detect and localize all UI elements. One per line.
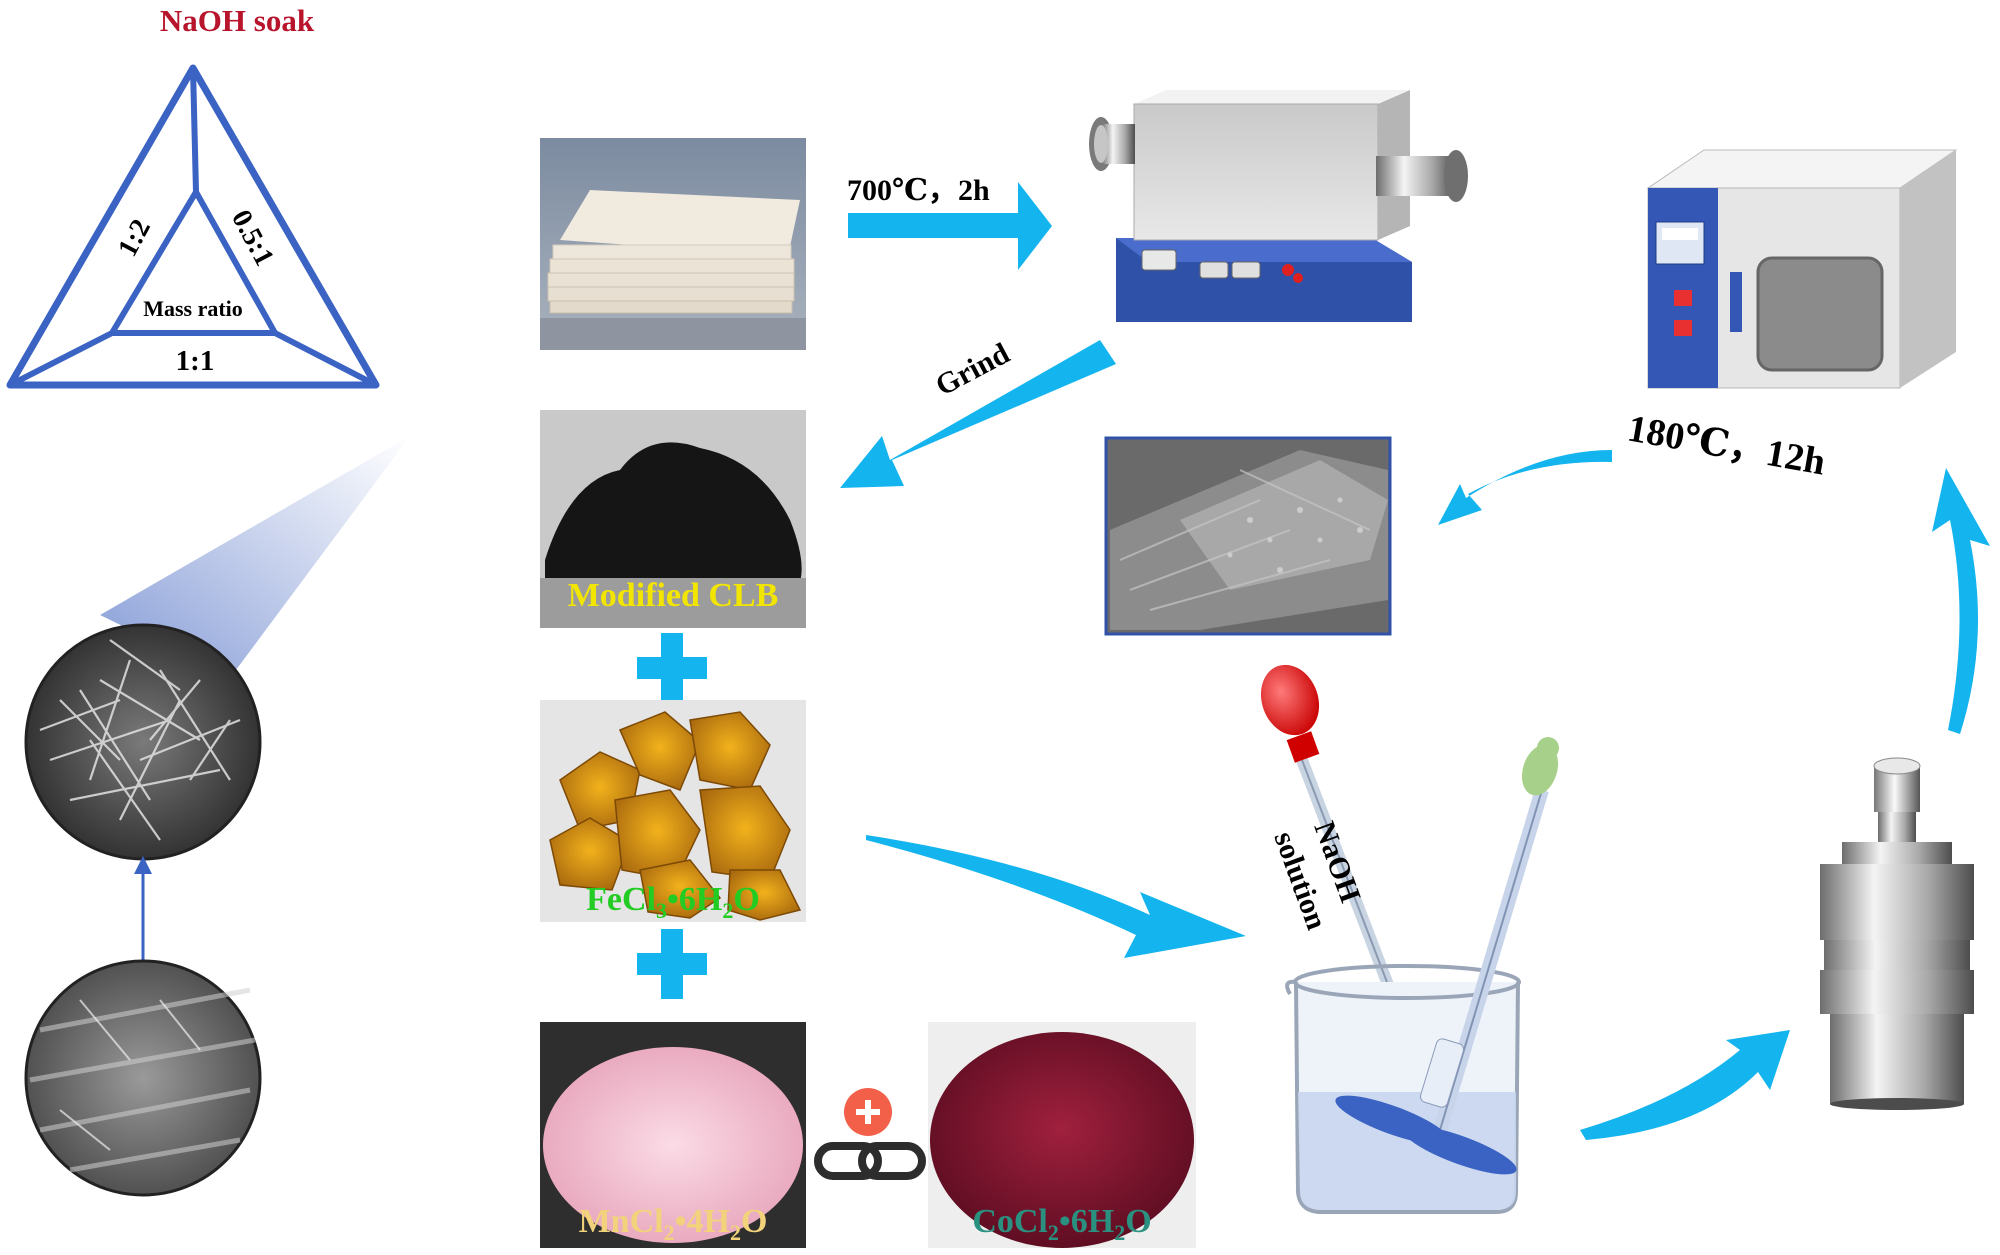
mncl2-photo: MnCl2•4H2O [540, 1022, 806, 1248]
triangle-spoke-right [273, 330, 378, 388]
product-sem-image [1104, 436, 1392, 636]
arrow-mix [866, 835, 1246, 958]
triangle-spoke-top [190, 67, 199, 193]
cocl2-label: CoCl2•6H2O [972, 1203, 1151, 1245]
modified-clb-label: Modified CLB [568, 577, 779, 614]
zoom-beam [100, 436, 410, 678]
arrow-grind [840, 340, 1116, 488]
grind-label: Grind [930, 337, 1015, 403]
autoclave-icon [1820, 757, 1974, 1110]
stirrer-icon [1335, 737, 1559, 1175]
outer-triangle [6, 64, 380, 389]
ratio-label-bottom: 1:1 [176, 345, 215, 377]
naoh-dropper-icon [1260, 664, 1396, 993]
sem-circle-treated [24, 623, 262, 861]
arrow-to-autoclave [1580, 1030, 1790, 1140]
fecl3-photo: FeCl3•6H2O [540, 700, 806, 923]
arrow-to-oven [1932, 468, 1990, 734]
plus-sign-2 [637, 929, 707, 999]
mncl2-label: MnCl2•4H2O [579, 1203, 768, 1245]
ratio-label-left: 1:2 [112, 214, 157, 262]
cocl2-photo: CoCl2•6H2O [928, 1022, 1196, 1248]
triangle-spoke-left [8, 330, 114, 388]
carbonize-label: 700℃，2h [847, 174, 990, 207]
sem-circle-raw [24, 959, 262, 1197]
modified-clb-photo: Modified CLB [540, 410, 806, 628]
naoh-soak-title: NaOH soak [160, 3, 315, 38]
plus-sign-1 [637, 633, 707, 703]
arrow-to-product [1438, 450, 1612, 525]
sem-link-arrowhead [134, 856, 152, 874]
fecl3-label: FeCl3•6H2O [586, 881, 760, 923]
naoh-soak-diagram: NaOH soak 1:2 0.5:1 Mass ratio 1:1 [6, 3, 380, 389]
mass-ratio-label: Mass ratio [143, 296, 243, 321]
arrow-carbonize [848, 182, 1052, 270]
clb-paper-photo [540, 138, 806, 350]
inner-triangle [106, 186, 281, 336]
hydrothermal-label: 180℃，12h [1624, 408, 1828, 484]
plus-link-icon [814, 1088, 926, 1180]
tube-furnace-icon [1089, 90, 1468, 322]
drying-oven-icon [1646, 149, 1958, 389]
